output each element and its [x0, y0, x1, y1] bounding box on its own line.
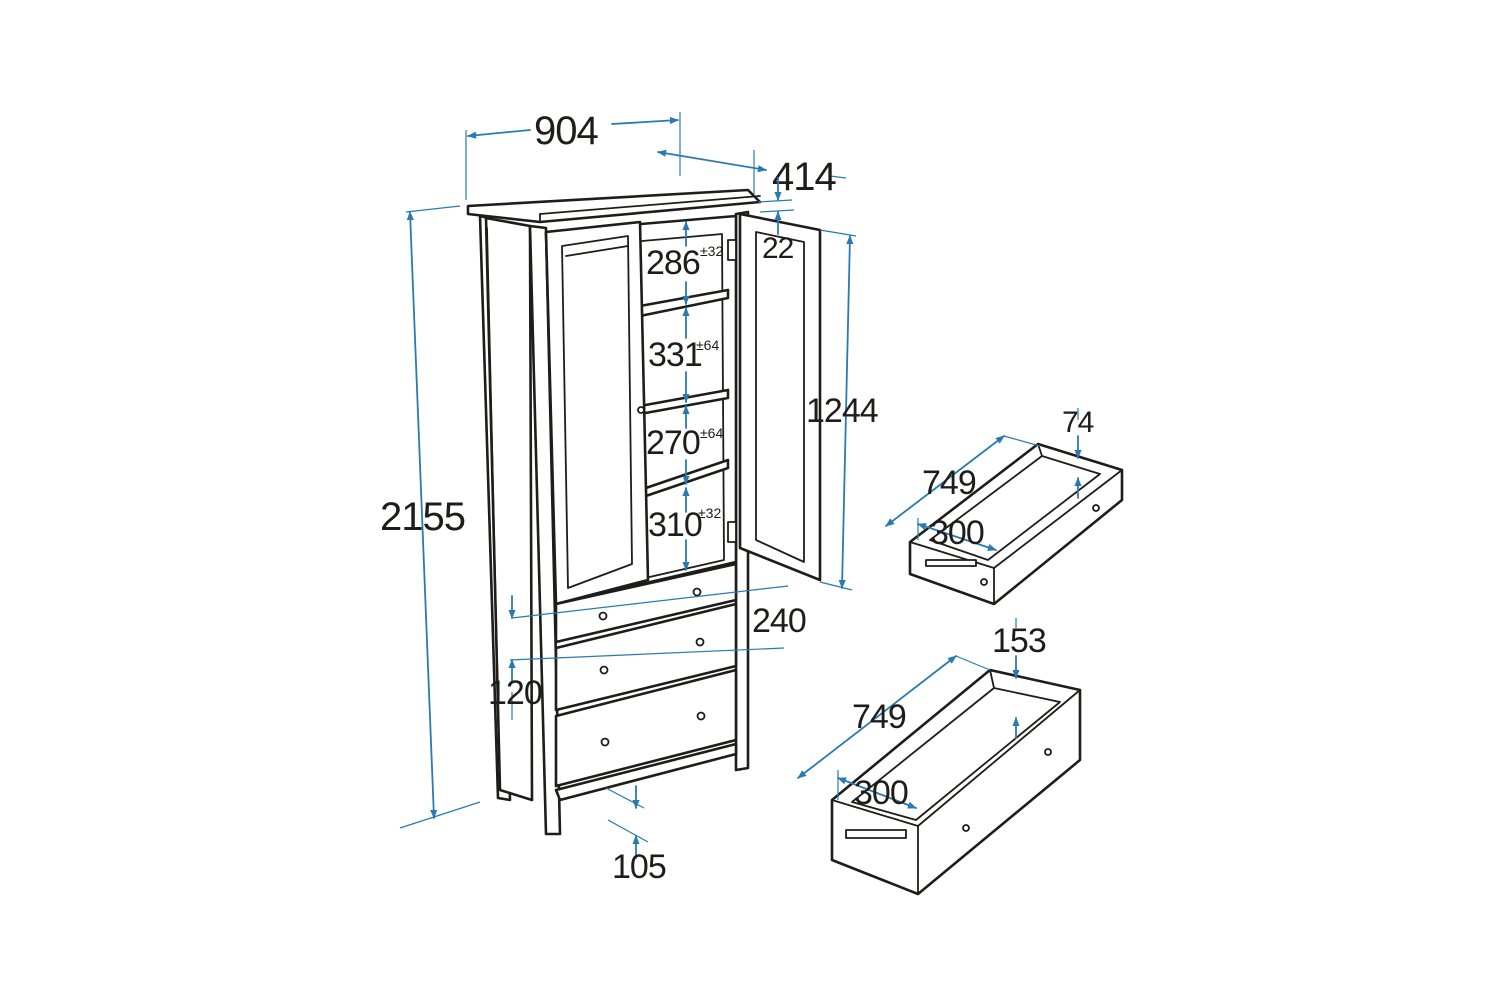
drawer-small-height-label: 74: [1062, 406, 1094, 439]
dim-drawer-front-label: 240: [752, 602, 806, 640]
shelf-gap-2-tolerance: ±64: [696, 337, 719, 353]
middle-drawer-front: [554, 602, 738, 712]
shelf-gap-1-tolerance: ±32: [700, 243, 723, 259]
drawer-large-length-label: 749: [852, 698, 906, 736]
shelf-gap-1-value: 286: [646, 244, 700, 282]
shelf-gap-4-tolerance: ±32: [698, 505, 721, 521]
knob: [598, 611, 608, 621]
drawer-small-runner: [925, 559, 977, 567]
knob: [695, 637, 705, 647]
knob: [600, 737, 610, 747]
cabinet-left-door: [544, 220, 650, 606]
hinge-bottom: [727, 521, 737, 543]
drawer-small-dimensions: 749 74 300: [885, 406, 1095, 552]
shelf-gap-3-value: 270: [646, 424, 700, 462]
dim-width-label: 904: [534, 109, 598, 153]
shelf-gap-4-value: 310: [648, 506, 702, 544]
drawer-large-runner: [845, 829, 907, 839]
drawer-large-height-label: 153: [992, 622, 1046, 660]
cabinet-right-door: [738, 212, 822, 582]
dim-plinth-offset-label: 120: [488, 674, 542, 712]
knob: [1044, 748, 1052, 756]
shelf-gap-3-tolerance: ±64: [700, 425, 723, 441]
knob: [1092, 504, 1100, 512]
knob: [962, 824, 970, 832]
knob: [599, 665, 609, 675]
dim-depth-label: 414: [772, 155, 836, 199]
dim-leg-height-label: 105: [612, 848, 666, 886]
cabinet-bottom-rail: [554, 742, 738, 802]
dim-height-label: 2155: [380, 495, 465, 539]
cabinet-dimensions: 904 414 22 2155 1244 286 ±32 331 ±64: [380, 109, 879, 886]
drawer-small-width-label: 300: [930, 514, 984, 552]
drawer-large-dimensions: 749 153 300: [797, 618, 1047, 812]
bottom-drawer-front: [554, 668, 738, 788]
dim-top-thickness-label: 22: [762, 232, 794, 265]
knob: [696, 711, 706, 721]
knob: [692, 587, 702, 597]
cabinet-illustration: [466, 188, 822, 836]
shelf-gap-2-value: 331: [648, 336, 702, 374]
dim-door-height-label: 1244: [806, 392, 878, 430]
hinge-top: [727, 239, 737, 261]
drawer-large-width-label: 300: [854, 774, 908, 812]
drawer-small-length-label: 749: [922, 464, 976, 502]
cabinet-front-left-leg: [528, 224, 562, 836]
